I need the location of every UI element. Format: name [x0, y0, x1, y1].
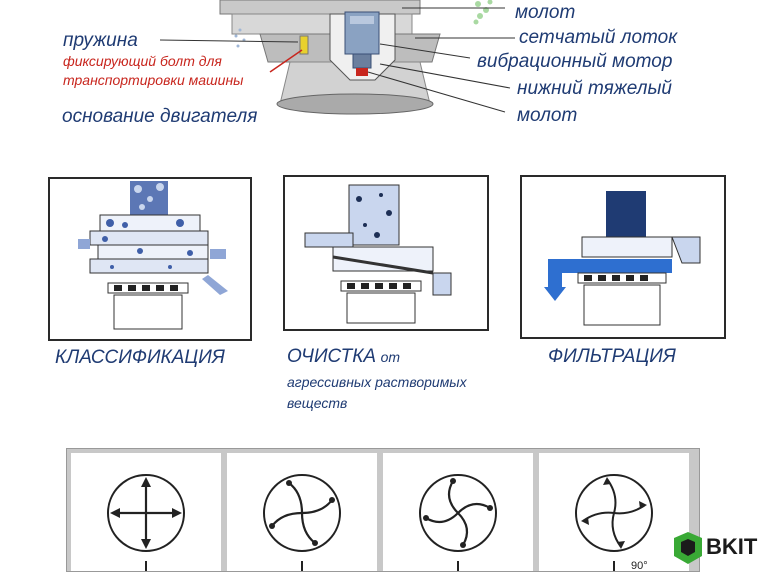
- angle-label: 90°: [631, 560, 648, 571]
- fan-arrows-icon: 90°: [575, 474, 653, 572]
- caption-cleaning-sub-1: агрессивных растворимых: [287, 374, 467, 390]
- label-lower-heavy-1: нижний тяжелый: [517, 78, 672, 99]
- caption-cleaning-sub-2: веществ: [287, 395, 348, 411]
- classification-diagram: [48, 177, 252, 341]
- motion-patterns-strip: 90°: [66, 448, 700, 572]
- motion-pattern-spiral-2: [383, 453, 533, 571]
- bkit-logo[interactable]: BKIT: [670, 528, 770, 568]
- caption-cleaning-main: ОЧИСТКА: [287, 346, 377, 367]
- filtration-diagram: [520, 175, 726, 339]
- caption-cleaning: ОЧИСТКА от: [287, 346, 400, 368]
- label-fixing-bolt-1: фиксирующий болт для: [63, 53, 222, 69]
- caption-classification: КЛАССИФИКАЦИЯ: [55, 347, 225, 368]
- motion-pattern-fan: 90°: [539, 453, 689, 572]
- label-spring: пружина: [63, 30, 138, 51]
- label-sieve-tray: сетчатый лоток: [519, 27, 678, 48]
- machine-cutaway-illustration: [159, 0, 515, 115]
- spiral-arrows-icon: [263, 474, 341, 571]
- label-motor-base: основание двигателя: [62, 106, 258, 127]
- label-hammer: молот: [515, 2, 576, 23]
- caption-cleaning-suffix: от: [380, 349, 401, 365]
- motion-pattern-cross: [71, 453, 221, 571]
- caption-filtration: ФИЛЬТРАЦИЯ: [548, 346, 676, 367]
- bkit-logo-icon: BKIT: [674, 532, 758, 564]
- motion-pattern-spiral-1: [227, 453, 377, 571]
- cleaning-diagram: [283, 175, 489, 331]
- swirl-arrows-icon: [419, 474, 497, 571]
- label-vibration-motor: вибрационный мотор: [477, 51, 673, 72]
- label-fixing-bolt-2: транспортировки машины: [63, 72, 244, 88]
- cross-arrows-icon: [107, 474, 185, 571]
- logo-text: BKIT: [706, 534, 758, 559]
- label-lower-heavy-2: молот: [517, 105, 578, 126]
